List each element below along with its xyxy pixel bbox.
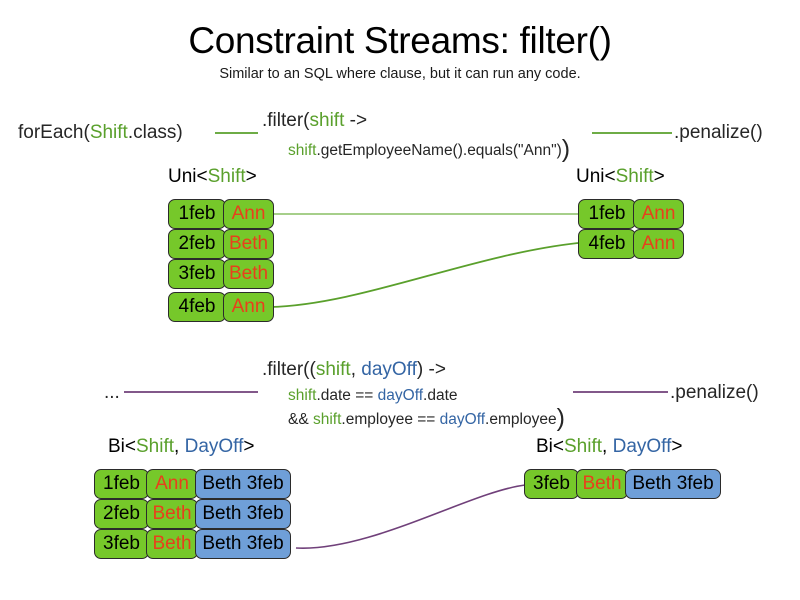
bi-input-generic-comma: , [174,436,185,457]
shift-date-cell: 2feb [94,499,149,529]
wire-bi-match-3feb [295,484,526,549]
uni-output-generic-prefix: Uni< [576,166,616,187]
uni-filter-body-expr: .getEmployeeName().equals("Ann") [316,142,562,159]
bi-input-generic-type2: DayOff [184,436,244,457]
uni-filter-head: .filter(shift -> [262,108,367,134]
shift-date-cell: 4feb [168,292,226,322]
bi-filter-line2-lead: && [288,411,313,428]
uni-input-generic-prefix: Uni< [168,166,208,187]
wire-uni-match-4feb [269,242,579,308]
bi-filter-prefix: .filter(( [262,359,316,380]
bi-output-generic-suffix: > [671,436,683,457]
shift-employee-cell: Ann [223,292,274,322]
dayoff-cell: Beth 3feb [625,469,721,499]
shift-employee-cell: Beth [146,529,198,559]
bi-filter-close-paren: ) [556,404,565,432]
bi-filter-head-suffix: ) -> [416,359,446,380]
bi-filter-param-comma: , [350,359,362,380]
shift-date-cell: 3feb [524,469,579,499]
bi-input-generic-prefix: Bi< [108,436,136,457]
uni-output-row[interactable]: 1feb Ann [578,199,684,229]
shift-date-cell: 1feb [168,199,226,229]
dayoff-cell: Beth 3feb [195,469,291,499]
shift-employee-cell: Ann [633,229,684,259]
foreach-prefix: forEach( [18,122,90,143]
bi-filter-param-dayoff: dayOff [361,359,417,380]
bi-source-ellipsis: ... [104,382,120,403]
shift-employee-cell: Beth [223,229,274,259]
bi-filter-line2-dayoff: dayOff [439,411,486,428]
uni-filter-prefix: .filter( [262,110,310,131]
bi-output-generic-comma: , [602,436,613,457]
uni-input-stream-label: Uni<Shift> [168,166,257,188]
bi-output-stream-label: Bi<Shift, DayOff> [536,436,682,458]
shift-employee-cell: Beth [223,259,274,289]
bi-output-row[interactable]: 3feb Beth Beth 3feb [524,469,721,499]
foreach-type: Shift [89,122,128,143]
foreach-suffix: .class) [127,122,183,143]
shift-date-cell: 3feb [94,529,149,559]
bi-output-generic-type2: DayOff [612,436,672,457]
uni-filter-param: shift [309,110,345,131]
uni-input-row[interactable]: 3feb Beth [168,259,274,289]
uni-input-row[interactable]: 4feb Ann [168,292,274,322]
uni-filter-arrow: -> [344,110,368,131]
uni-input-row[interactable]: 2feb Beth [168,229,274,259]
shift-employee-cell: Ann [633,199,684,229]
shift-employee-cell: Beth [576,469,628,499]
uni-output-generic-type: Shift [615,166,654,187]
bi-filter-line1: shift.date == dayOff.date [288,383,458,409]
bi-input-generic-type1: Shift [136,436,175,457]
bi-input-stream-label: Bi<Shift, DayOff> [108,436,254,458]
uni-filter-close-paren: ) [561,135,571,163]
bi-filter-line2-shift: shift [312,411,342,428]
shift-date-cell: 2feb [168,229,226,259]
dayoff-cell: Beth 3feb [195,499,291,529]
uni-input-generic-suffix: > [245,166,257,187]
bi-filter-head: .filter((shift, dayOff) -> [262,357,446,383]
bi-input-generic-suffix: > [243,436,255,457]
bi-filter-param-shift: shift [315,359,351,380]
shift-date-cell: 1feb [94,469,149,499]
foreach-expression: forEach(Shift.class) [18,120,183,146]
bi-penalize-label: .penalize() [670,382,759,403]
bi-filter-line2-tail: .employee [485,411,557,428]
bi-input-row[interactable]: 2feb Beth Beth 3feb [94,499,291,529]
uni-filter-body-param: shift [288,142,317,159]
uni-filter-body: shift.getEmployeeName().equals("Ann")) [288,135,571,164]
shift-date-cell: 4feb [578,229,636,259]
shift-employee-cell: Ann [146,469,198,499]
bi-filter-line1-tail: .date [423,387,458,404]
uni-output-stream-label: Uni<Shift> [576,166,665,188]
bi-output-generic-prefix: Bi< [536,436,564,457]
shift-employee-cell: Ann [223,199,274,229]
bi-output-generic-type1: Shift [564,436,603,457]
bi-filter-line2-mid: .employee == [341,411,440,428]
bi-input-row[interactable]: 1feb Ann Beth 3feb [94,469,291,499]
uni-input-row[interactable]: 1feb Ann [168,199,274,229]
page-subtitle: Similar to an SQL where clause, but it c… [219,66,581,82]
bi-filter-line1-shift: shift [288,387,317,404]
shift-date-cell: 1feb [578,199,636,229]
bi-filter-line2: && shift.employee == dayOff.employee) [288,404,565,433]
uni-output-row[interactable]: 4feb Ann [578,229,684,259]
uni-input-generic-type: Shift [207,166,246,187]
uni-output-generic-suffix: > [653,166,665,187]
bi-input-row[interactable]: 3feb Beth Beth 3feb [94,529,291,559]
bi-filter-line1-mid: .date == [316,387,378,404]
page-title: Constraint Streams: filter() [188,20,612,61]
shift-date-cell: 3feb [168,259,226,289]
uni-penalize-label: .penalize() [674,122,763,143]
dayoff-cell: Beth 3feb [195,529,291,559]
shift-employee-cell: Beth [146,499,198,529]
bi-filter-line1-dayoff: dayOff [377,387,424,404]
